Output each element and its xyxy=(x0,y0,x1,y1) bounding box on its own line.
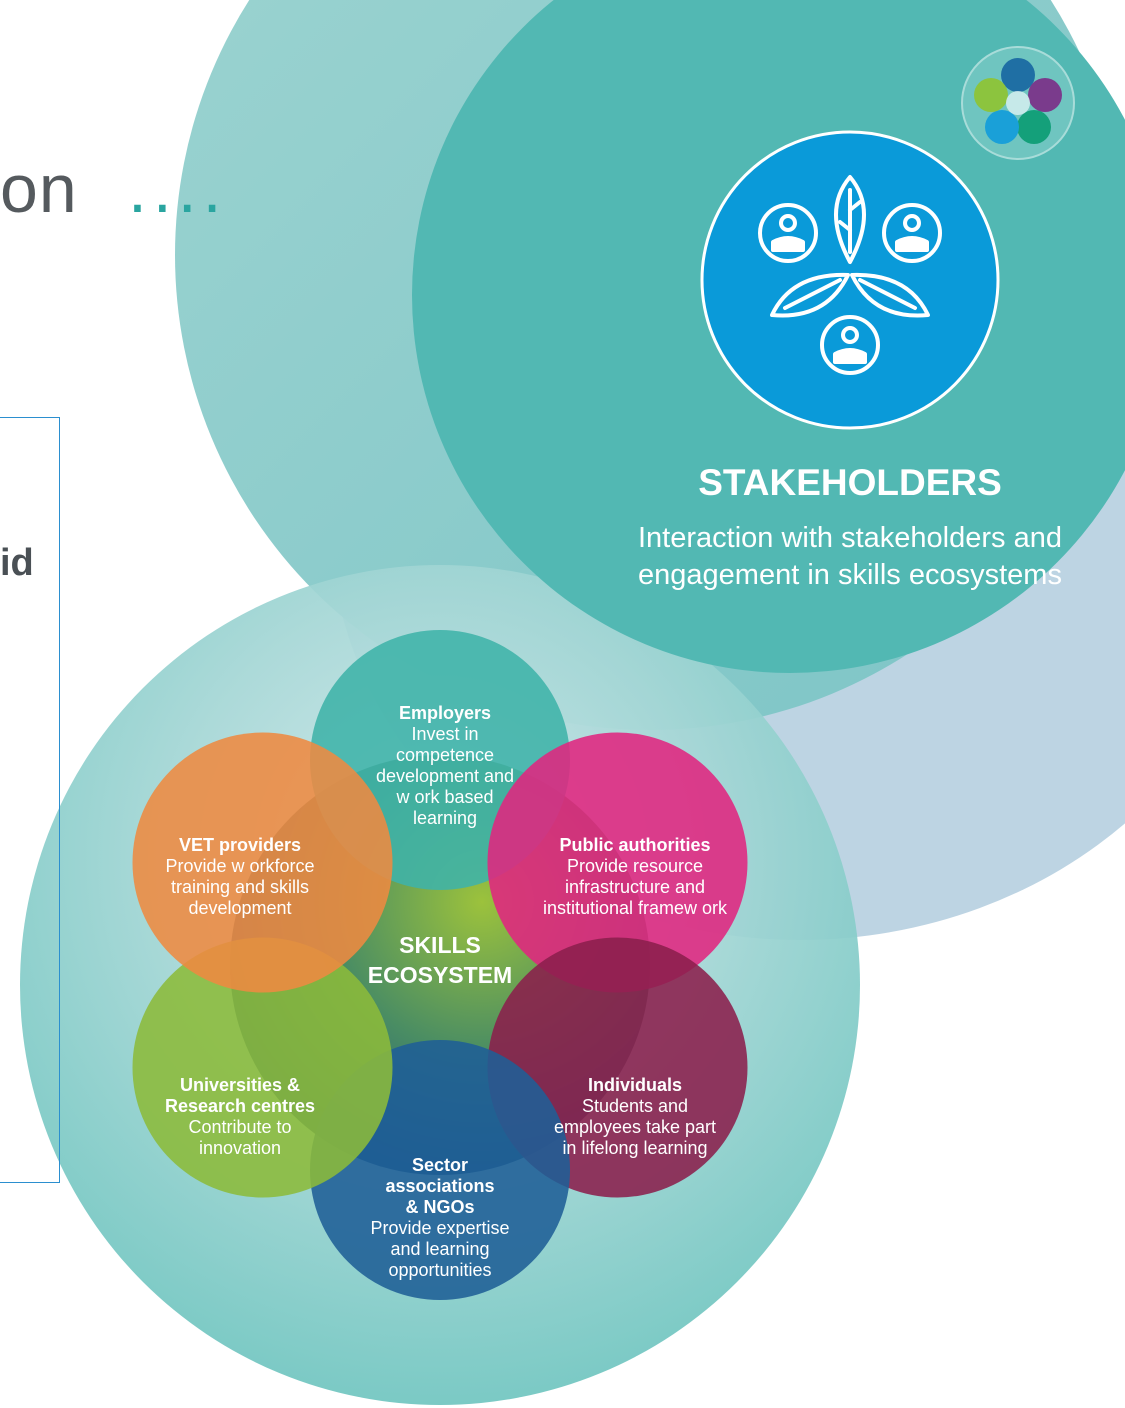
member-name-line: Universities & xyxy=(179,1075,301,1095)
stakeholders-description: Interaction with stakeholders and engage… xyxy=(638,522,1062,591)
brand-flower-logo-icon xyxy=(961,46,1075,160)
slide-title-dots: .... xyxy=(128,151,228,227)
member-desc-line: infrastructure and xyxy=(564,877,706,897)
member-name-line: Sector xyxy=(411,1155,469,1175)
ecosystem-center-label: SKILLS ECOSYSTEM xyxy=(330,930,550,990)
member-name: Employers xyxy=(398,703,492,723)
member-desc-line: competence xyxy=(395,745,495,765)
left-content-box xyxy=(0,417,60,1183)
member-name: Public authorities xyxy=(559,835,711,855)
member-individuals: Individuals Students and employees take … xyxy=(525,1075,745,1159)
member-desc-line: Invest in xyxy=(411,724,479,744)
member-desc-line: Students and xyxy=(581,1096,689,1116)
member-name-line: Research centres xyxy=(164,1096,316,1116)
member-desc-line: w ork based xyxy=(396,787,494,807)
member-circle-universities xyxy=(132,937,393,1198)
member-desc-line: institutional framew ork xyxy=(542,898,728,918)
member-desc-line: Provide w orkforce xyxy=(165,856,315,876)
member-desc-line: innovation xyxy=(198,1138,282,1158)
stakeholders-title: STAKEHOLDERS xyxy=(698,462,1002,503)
member-desc-line: opportunities xyxy=(388,1260,492,1280)
member-circle-vet-providers xyxy=(132,732,393,993)
ecosystem-center-line-2: ECOSYSTEM xyxy=(367,962,513,988)
member-sector-associations: Sector associations & NGOs Provide exper… xyxy=(330,1155,550,1281)
member-name-line: associations xyxy=(385,1176,495,1196)
member-desc-line: development xyxy=(188,898,292,918)
member-desc-line: in lifelong learning xyxy=(562,1138,708,1158)
member-circle-public-authorities xyxy=(487,732,748,993)
member-desc-line: employees take part xyxy=(553,1117,717,1137)
ecosystem-center-line-1: SKILLS xyxy=(399,932,481,958)
member-universities: Universities & Research centres Contribu… xyxy=(130,1075,350,1159)
member-name-line: & NGOs xyxy=(405,1197,475,1217)
member-desc-line: training and skills xyxy=(170,877,310,897)
left-text-fragment: id xyxy=(0,542,34,584)
member-desc-line: and learning xyxy=(390,1239,490,1259)
member-employers: Employers Invest in competence developme… xyxy=(330,703,560,829)
stakeholders-network-icon xyxy=(700,130,1000,430)
member-desc-line: Contribute to xyxy=(188,1117,292,1137)
member-desc-line: Provide expertise xyxy=(370,1218,510,1238)
member-vet-providers: VET providers Provide w orkforce trainin… xyxy=(125,835,355,919)
member-desc-line: learning xyxy=(412,808,478,828)
member-desc-line: development and xyxy=(375,766,515,786)
member-name: Individuals xyxy=(587,1075,683,1095)
member-public-authorities: Public authorities Provide resource infr… xyxy=(520,835,750,919)
member-desc-line: Provide resource xyxy=(566,856,704,876)
member-name: VET providers xyxy=(178,835,302,855)
slide-title-fragment: on xyxy=(0,151,78,227)
